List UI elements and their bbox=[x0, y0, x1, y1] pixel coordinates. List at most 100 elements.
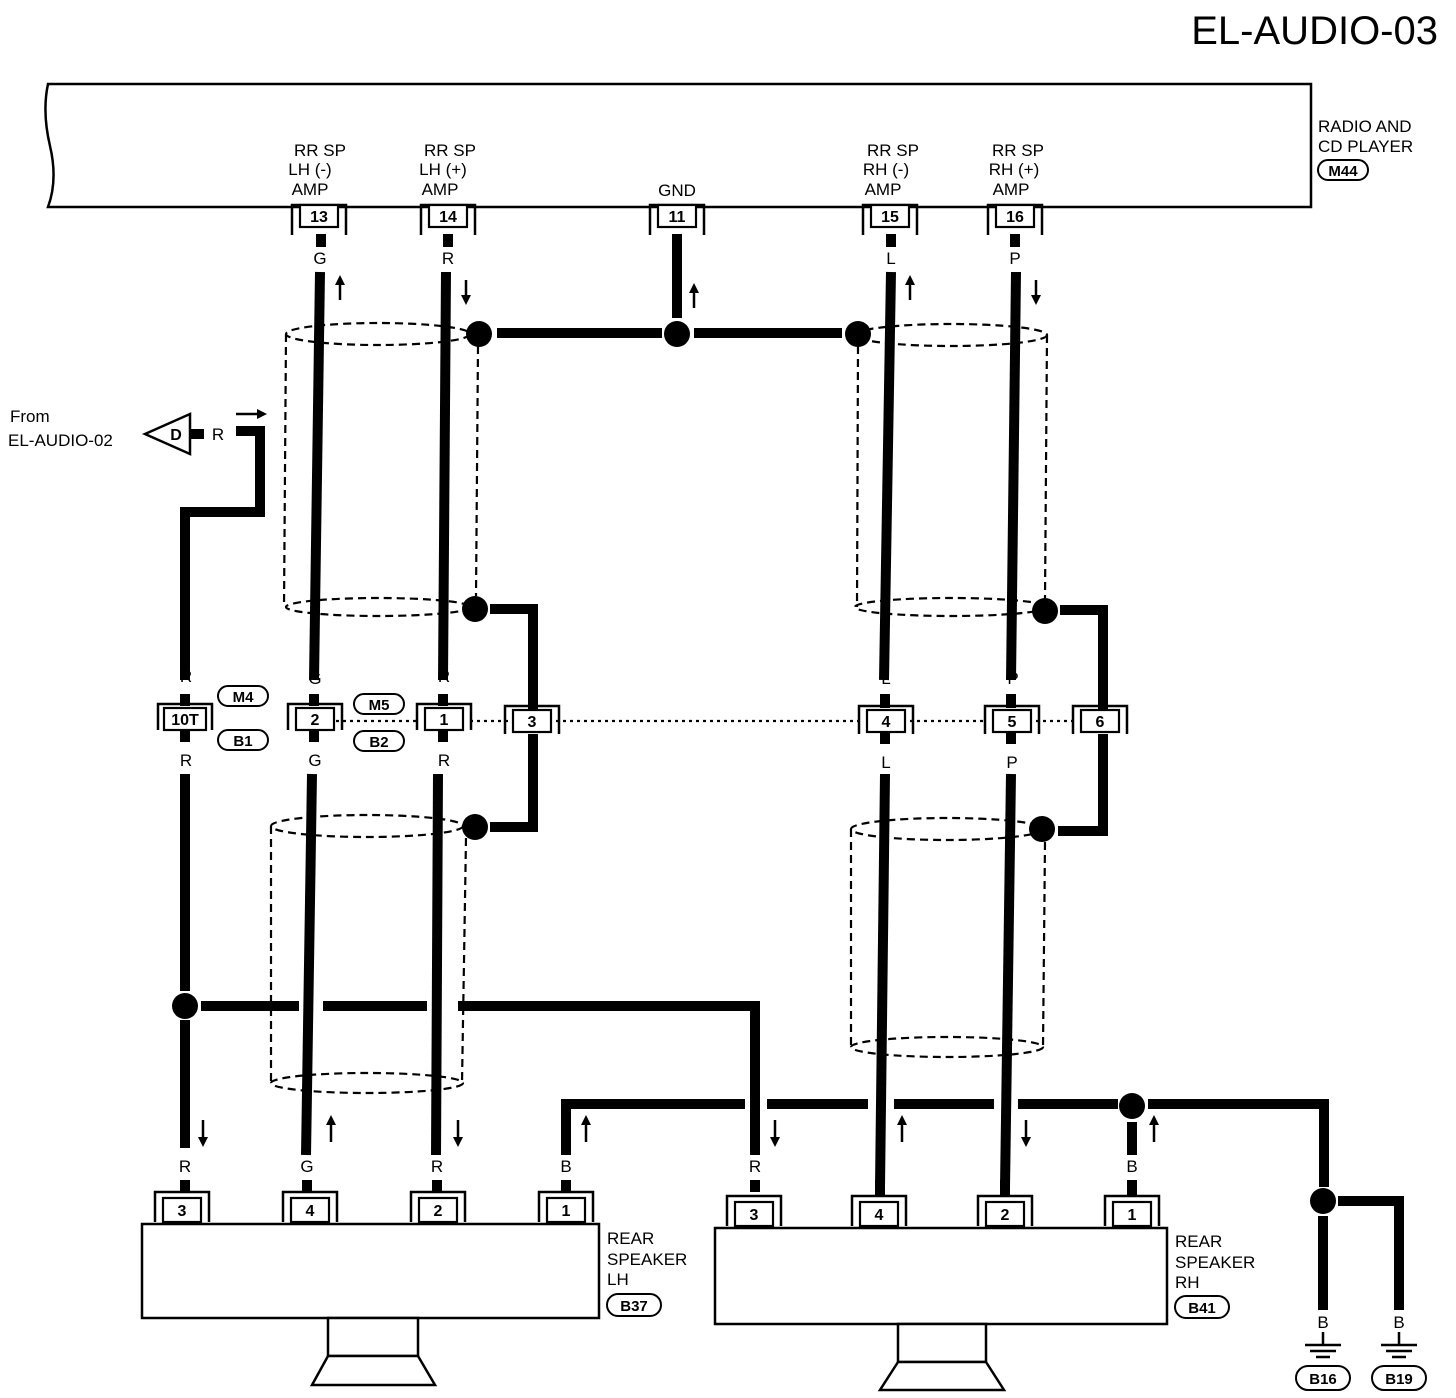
svg-text:1: 1 bbox=[440, 712, 449, 729]
svg-text:M5: M5 bbox=[369, 697, 390, 714]
speaker-rh-pin-2: 2 bbox=[976, 1180, 1034, 1228]
joint-pin-10T: 10T bbox=[156, 694, 214, 742]
wire-color-label: L bbox=[875, 1157, 884, 1176]
svg-text:M44: M44 bbox=[1328, 163, 1358, 180]
speaker-rh-name: SPEAKER bbox=[1175, 1253, 1255, 1272]
wire-color-label: R bbox=[180, 667, 192, 686]
from-ref-line2: EL-AUDIO-02 bbox=[8, 431, 113, 450]
wire-color-label: B bbox=[560, 1157, 571, 1176]
speaker-rh-pin-3: 3 bbox=[725, 1180, 783, 1228]
wire-color-label: R bbox=[438, 667, 450, 686]
joint-pin-3: 3 bbox=[503, 704, 561, 734]
speaker-rh-name: REAR bbox=[1175, 1232, 1222, 1251]
svg-text:1: 1 bbox=[1128, 1207, 1137, 1224]
svg-text:AMP: AMP bbox=[292, 180, 329, 199]
svg-text:2: 2 bbox=[434, 1203, 443, 1220]
svg-text:AMP: AMP bbox=[422, 180, 459, 199]
svg-text:4: 4 bbox=[306, 1203, 315, 1220]
radio-pin-14: 14 bbox=[419, 203, 477, 235]
radio-name-line1: RADIO AND bbox=[1318, 117, 1412, 136]
connector-tag-b2: B2 bbox=[353, 730, 405, 752]
wire-color-label: G bbox=[300, 1157, 313, 1176]
svg-text:RR SP: RR SP bbox=[867, 141, 919, 160]
speaker-lh-name: LH bbox=[607, 1270, 629, 1289]
svg-text:RR SP: RR SP bbox=[992, 141, 1044, 160]
speaker-lh-pin-4: 4 bbox=[281, 1180, 339, 1224]
radio-pin-13: 13 bbox=[290, 203, 348, 235]
direction-arrows-upper bbox=[236, 275, 1041, 419]
from-ref-wire bbox=[180, 426, 265, 680]
wire-color-label: R bbox=[180, 751, 192, 770]
ground-symbol-b16: B16 bbox=[1295, 1332, 1351, 1391]
svg-text:13: 13 bbox=[310, 209, 328, 226]
svg-text:B41: B41 bbox=[1188, 1300, 1216, 1317]
speaker-lh-connector-tag: B37 bbox=[606, 1293, 662, 1317]
svg-text:RR SP: RR SP bbox=[294, 141, 346, 160]
speaker-rh-name: RH bbox=[1175, 1273, 1200, 1292]
svg-text:2: 2 bbox=[311, 712, 320, 729]
joint-pin-5: 5 bbox=[983, 694, 1041, 744]
wire-color-label: G bbox=[308, 751, 321, 770]
svg-text:B37: B37 bbox=[620, 1298, 648, 1315]
page-title: EL-AUDIO-03 bbox=[1191, 9, 1438, 53]
svg-text:3: 3 bbox=[528, 714, 537, 731]
wire-color-label: P bbox=[1007, 669, 1018, 688]
svg-text:D: D bbox=[170, 427, 182, 444]
wire-color-label: R bbox=[212, 425, 224, 444]
svg-text:4: 4 bbox=[875, 1207, 884, 1224]
wire-color-label: B bbox=[1317, 1313, 1328, 1332]
svg-text:15: 15 bbox=[881, 209, 899, 226]
svg-text:4: 4 bbox=[882, 714, 891, 731]
joint-pin-4: 4 bbox=[857, 694, 915, 744]
speaker-rh-pin-1: 1 bbox=[1103, 1180, 1161, 1228]
wire-color-label: R bbox=[431, 1157, 443, 1176]
svg-text:6: 6 bbox=[1096, 714, 1105, 731]
svg-text:RH (-): RH (-) bbox=[863, 160, 909, 179]
svg-text:11: 11 bbox=[669, 209, 686, 226]
radio-connector-tag: M44 bbox=[1317, 159, 1369, 181]
joint-pin-2: 2 bbox=[286, 694, 344, 742]
direction-arrows-lower bbox=[198, 1115, 1159, 1147]
wire-color-label: R bbox=[179, 1157, 191, 1176]
radio-terminal-11-label: GND bbox=[658, 181, 696, 200]
radio-unit-box bbox=[44, 82, 1313, 209]
svg-text:1: 1 bbox=[562, 1203, 571, 1220]
speaker-lh-name: REAR bbox=[607, 1229, 654, 1248]
wire-color-label: G bbox=[313, 249, 326, 268]
svg-text:3: 3 bbox=[178, 1203, 187, 1220]
from-ref-connector: D bbox=[141, 412, 192, 456]
speaker-lh-pin-1: 1 bbox=[537, 1180, 595, 1224]
shield-lower-left bbox=[269, 813, 468, 1095]
svg-text:LH (+): LH (+) bbox=[419, 160, 467, 179]
radio-pin-16: 16 bbox=[986, 203, 1044, 235]
svg-text:LH (-): LH (-) bbox=[288, 160, 331, 179]
svg-text:RR SP: RR SP bbox=[424, 141, 476, 160]
speaker-lh-pin-3: 3 bbox=[153, 1180, 211, 1224]
speaker-rh-connector-tag: B41 bbox=[1174, 1295, 1230, 1319]
svg-text:B2: B2 bbox=[369, 734, 388, 751]
svg-text:B16: B16 bbox=[1309, 1371, 1337, 1388]
connector-tag-m4: M4 bbox=[217, 685, 269, 707]
wire-color-label: L bbox=[881, 669, 890, 688]
svg-text:M4: M4 bbox=[233, 689, 254, 706]
svg-text:5: 5 bbox=[1008, 714, 1017, 731]
svg-text:AMP: AMP bbox=[865, 180, 902, 199]
wire-color-label: P bbox=[1006, 753, 1017, 772]
wire-color-label: P bbox=[1009, 249, 1020, 268]
radio-pin-11: 11 bbox=[648, 203, 706, 235]
upper-wires bbox=[309, 234, 1108, 712]
joint-pin-6: 6 bbox=[1071, 704, 1129, 734]
connector-tag-m5: M5 bbox=[353, 693, 405, 715]
lower-wires bbox=[180, 734, 1404, 1310]
shield-upper-right bbox=[853, 322, 1049, 618]
wire-color-label: L bbox=[881, 753, 890, 772]
svg-text:AMP: AMP bbox=[993, 180, 1030, 199]
wire-color-label: B bbox=[1126, 1157, 1137, 1176]
radio-terminal-13-label: RR SP LH (-) AMP bbox=[288, 141, 346, 199]
speaker-rh-pin-4: 4 bbox=[850, 1180, 908, 1228]
connector-tag-b1: B1 bbox=[217, 729, 269, 751]
from-ref-line1: From bbox=[10, 407, 50, 426]
svg-text:RH (+): RH (+) bbox=[989, 160, 1040, 179]
svg-text:3: 3 bbox=[750, 1207, 759, 1224]
